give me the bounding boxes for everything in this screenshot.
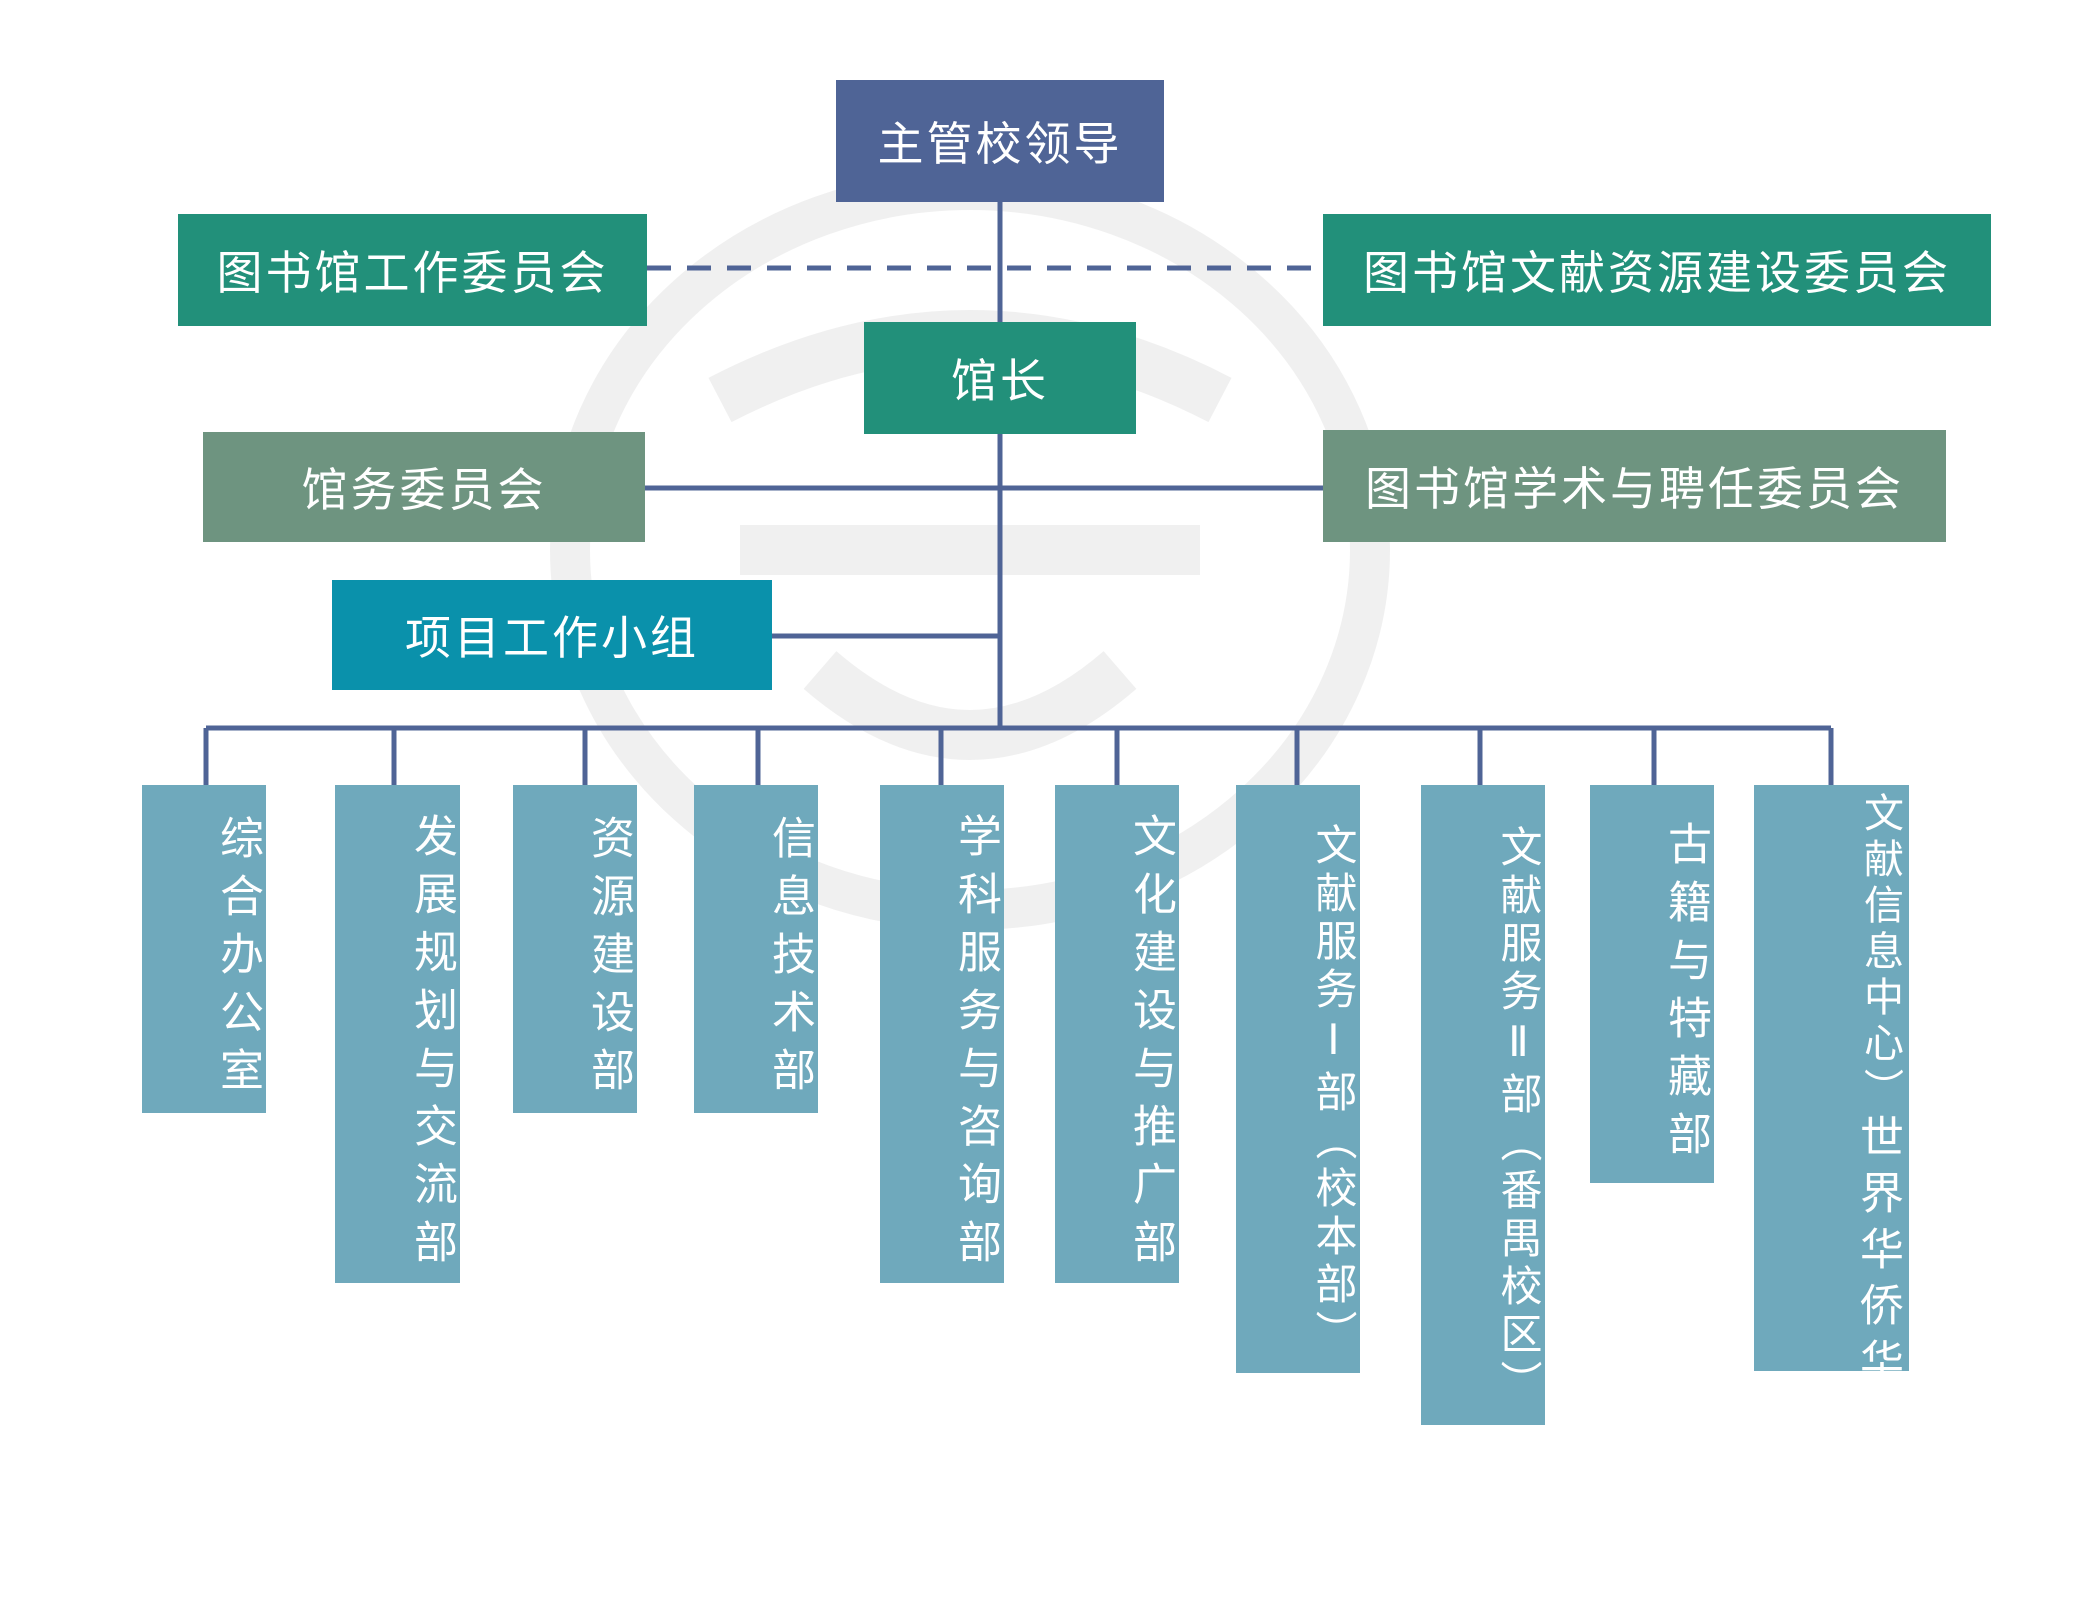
department-ancient-books: 古籍与特藏部	[1590, 785, 1714, 1183]
academic-committee-box: 图书馆学术与聘任委员会	[1323, 430, 1946, 542]
leader-box: 主管校领导	[836, 80, 1164, 202]
department-services-1: 文献服务Ⅰ部（校本部）	[1236, 785, 1360, 1373]
department-development: 发展规划与交流部	[335, 785, 460, 1283]
overseas-chinese-line1: 世界华侨华人文献馆	[1852, 1114, 1903, 1618]
department-overseas-chinese: （华侨华人文献信息中心） 世界华侨华人文献馆	[1754, 562, 1909, 1618]
department-general-office: 综合办公室	[142, 785, 266, 1113]
org-chart: 主管校领导 图书馆工作委员会 图书馆文献资源建设委员会 馆长 馆务委员会 图书馆…	[142, 80, 1991, 1618]
project-group-box: 项目工作小组	[332, 580, 772, 690]
connector-lines	[203, 202, 1834, 785]
literature-committee-box: 图书馆文献资源建设委员会	[1323, 214, 1991, 326]
department-subject-services: 学科服务与咨询部	[880, 785, 1004, 1283]
work-committee-box: 图书馆工作委员会	[178, 214, 647, 326]
affairs-committee-box: 馆务委员会	[203, 432, 645, 542]
department-services-2: 文献服务Ⅱ部（番禺校区）	[1421, 785, 1545, 1425]
department-culture: 文化建设与推广部	[1055, 785, 1179, 1283]
department-it: 信息技术部	[694, 785, 818, 1113]
director-box: 馆长	[864, 322, 1136, 434]
department-resources: 资源建设部	[513, 785, 637, 1113]
overseas-chinese-line2: （华侨华人文献信息中心）	[1857, 562, 1903, 1114]
